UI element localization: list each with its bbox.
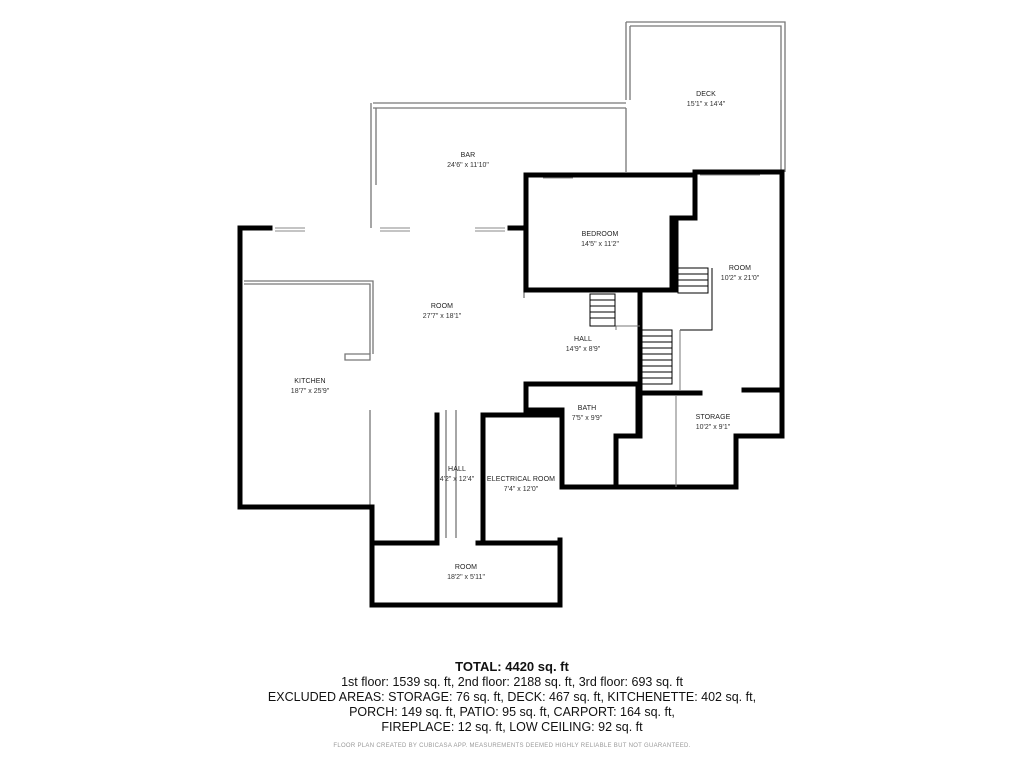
room-label-hall-main: HALL (574, 336, 592, 343)
room-label-bar: BAR (460, 152, 476, 159)
room-dims-room-main: 27'7" x 18'1" (422, 313, 462, 320)
excluded-areas-line3: FIREPLACE: 12 sq. ft, LOW CEILING: 92 sq… (381, 720, 643, 734)
room-label-kitchen: KITCHEN (294, 378, 326, 385)
thin-interior (615, 325, 681, 487)
room-dims-hall-small: 4'2" x 12'4" (439, 476, 475, 483)
room-label-room-main: ROOM (430, 303, 454, 310)
room-dims-room-right: 10'2" x 21'0" (720, 275, 760, 282)
disclaimer: FLOOR PLAN CREATED BY CUBICASA APP. MEAS… (333, 743, 691, 749)
room-dims-hall-main: 14'9" x 8'9" (565, 346, 601, 353)
total-area: TOTAL: 4420 sq. ft (455, 659, 569, 674)
room-label-room-bottom: ROOM (454, 564, 478, 571)
room-dims-room-bottom: 18'2" x 5'11" (447, 574, 485, 581)
room-dims-kitchen: 18'7" x 25'9" (290, 388, 330, 395)
room-label-bath: BATH (577, 405, 597, 412)
room-label-deck: DECK (696, 91, 716, 98)
room-dims-bar: 24'6" x 11'10" (447, 162, 489, 169)
excluded-areas-line1: EXCLUDED AREAS: STORAGE: 76 sq. ft, DECK… (267, 690, 757, 704)
walls (237, 169, 785, 608)
room-label-bedroom: BEDROOM (581, 231, 619, 238)
floor-areas: 1st floor: 1539 sq. ft, 2nd floor: 2188 … (341, 675, 683, 689)
thin-walls (244, 21, 786, 538)
room-dims-electrical: 7'4" x 12'0" (503, 486, 539, 493)
room-label-electrical: ELECTRICAL ROOM (486, 476, 556, 483)
room-dims-bedroom: 14'5" x 11'2" (581, 241, 619, 248)
room-label-hall-small: HALL (448, 466, 466, 473)
excluded-areas-line2: PORCH: 149 sq. ft, PATIO: 95 sq. ft, CAR… (349, 705, 675, 719)
stairs (589, 267, 713, 385)
room-dims-deck: 15'1" x 14'4" (686, 101, 726, 108)
room-label-storage: STORAGE (695, 414, 731, 421)
room-label-room-right: ROOM (728, 265, 752, 272)
room-dims-bath: 7'5" x 9'9" (571, 415, 603, 422)
room-dims-storage: 10'2" x 9'1" (695, 424, 731, 431)
